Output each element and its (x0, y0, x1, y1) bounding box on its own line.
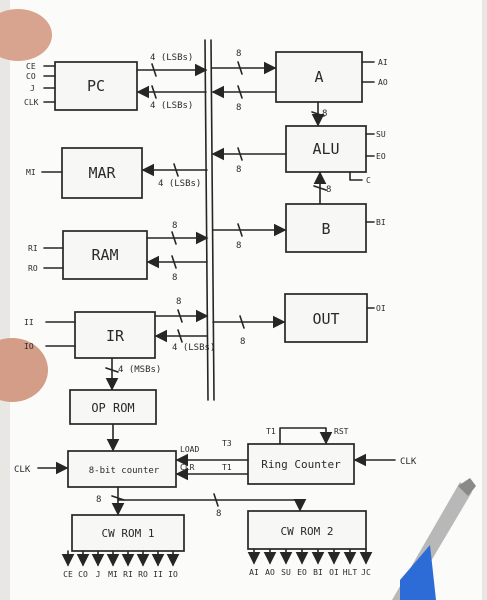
block-pc: PC (54, 61, 138, 111)
bus-label-mar-in: 4 (LSBs) (158, 179, 201, 189)
sig-a-ao: AO (378, 78, 388, 87)
sig-alu-su: SU (376, 130, 386, 139)
sig-mar-mi: MI (26, 168, 36, 177)
block-out: OUT (284, 293, 368, 343)
block-b: B (285, 203, 367, 253)
bus-connections: 4 (LSBs) 4 (LSBs) 8 8 8 8 8 4 (LSBs) 8 8 (37, 49, 396, 519)
bus-label-a-out: 8 (236, 103, 241, 113)
bus-label-counter-out: 8 (96, 495, 101, 505)
sig-pc-clk: CLK (24, 98, 39, 107)
sig-a-ai: AI (378, 58, 388, 67)
block-mar: MAR (61, 147, 143, 199)
bus-label-a-alu: 8 (322, 109, 327, 119)
bus-label-b-alu: 8 (326, 185, 331, 195)
block-b-label: B (321, 220, 330, 238)
rom2-output-label: AI (249, 568, 259, 577)
signal-ring-t1: T1 (266, 427, 276, 436)
block-out-label: OUT (312, 310, 339, 328)
rom1-outputs: CE CO J MI RI RO II IO (61, 550, 180, 579)
rom1-output-label: MI (108, 570, 118, 579)
main-bus-2 (210, 39, 215, 401)
signal-clk-left: CLK (14, 465, 31, 475)
block-cw-rom-1: CW ROM 1 (71, 514, 185, 552)
sig-ram-ro: RO (28, 264, 38, 273)
bus-label-alu-out: 8 (236, 165, 241, 175)
rom1-output-label: J (96, 570, 101, 579)
block-ram: RAM (62, 230, 148, 280)
rom1-output-label: RI (123, 570, 133, 579)
sig-out-oi: OI (376, 304, 386, 313)
rom1-output-label: RO (138, 570, 148, 579)
control-stubs (41, 61, 375, 347)
thumb-bottom (0, 338, 48, 402)
bus-label-rom2: 8 (216, 509, 221, 519)
bus-label-ram-out: 8 (172, 221, 177, 231)
signal-t1: T1 (222, 463, 232, 472)
signal-clk-right: CLK (400, 457, 417, 467)
block-a: A (275, 51, 363, 103)
block-a-label: A (314, 68, 323, 86)
bus-label-pc-out: 4 (LSBs) (150, 53, 193, 63)
rom2-output-label: HLT (343, 568, 358, 577)
block-8bit-counter: 8-bit counter (67, 450, 177, 488)
block-op-rom: OP ROM (69, 389, 157, 425)
sig-b-bi: BI (376, 218, 386, 227)
rom2-output-label: AO (265, 568, 275, 577)
rom2-output-label: JC (361, 568, 371, 577)
signal-rst: RST (334, 427, 349, 436)
rom1-output-label: II (153, 570, 163, 579)
block-counter-label: 8-bit counter (89, 466, 160, 476)
bus-label-b-in: 8 (236, 241, 241, 251)
bus-label-pc-in: 4 (LSBs) (150, 101, 193, 111)
sig-ir-io: IO (24, 342, 34, 351)
block-alu-label: ALU (312, 140, 339, 158)
sig-pc-ce: CE (26, 62, 36, 71)
block-ring-counter-label: Ring Counter (261, 458, 341, 471)
rom2-output-label: SU (281, 568, 291, 577)
sig-ir-ii: II (24, 318, 34, 327)
sig-pc-co: CO (26, 72, 36, 81)
bus-label-a-in: 8 (236, 49, 241, 59)
main-bus (204, 39, 209, 401)
block-cw-rom-2-label: CW ROM 2 (281, 525, 334, 538)
bus-label-ir-in: 4 (LSBs) (172, 343, 215, 353)
rom2-output-label: BI (313, 568, 323, 577)
thumb-top (0, 9, 52, 61)
bus-label-out-in: 8 (240, 337, 245, 347)
rom2-output-label: OI (329, 568, 339, 577)
block-mar-label: MAR (88, 164, 116, 182)
sig-alu-c: C (366, 176, 371, 185)
block-ir: IR (74, 311, 156, 359)
block-cw-rom-2: CW ROM 2 (247, 510, 367, 550)
signal-clr: CLR (180, 463, 195, 472)
rom1-output-label: IO (168, 570, 178, 579)
block-op-rom-label: OP ROM (91, 401, 134, 415)
block-cw-rom-1-label: CW ROM 1 (102, 527, 155, 540)
bus-label-ir-out: 8 (176, 297, 181, 307)
signal-t3: T3 (222, 439, 232, 448)
block-ram-label: RAM (91, 246, 118, 264)
block-ring-counter: Ring Counter (247, 443, 355, 485)
block-ir-label: IR (106, 327, 125, 345)
bus-label-ir-rom: 4 (MSBs) (118, 365, 161, 375)
sig-pc-j: J (30, 84, 35, 93)
bus-label-ram-in: 8 (172, 273, 177, 283)
rom1-output-label: CO (78, 570, 88, 579)
sig-ram-ri: RI (28, 244, 38, 253)
pen (392, 478, 476, 600)
block-pc-label: PC (87, 77, 105, 95)
rom1-output-label: CE (63, 570, 73, 579)
sig-alu-eo: EO (376, 152, 386, 161)
block-alu: ALU (285, 125, 367, 173)
signal-load: LOAD (180, 445, 199, 454)
rom2-output-label: EO (297, 568, 307, 577)
